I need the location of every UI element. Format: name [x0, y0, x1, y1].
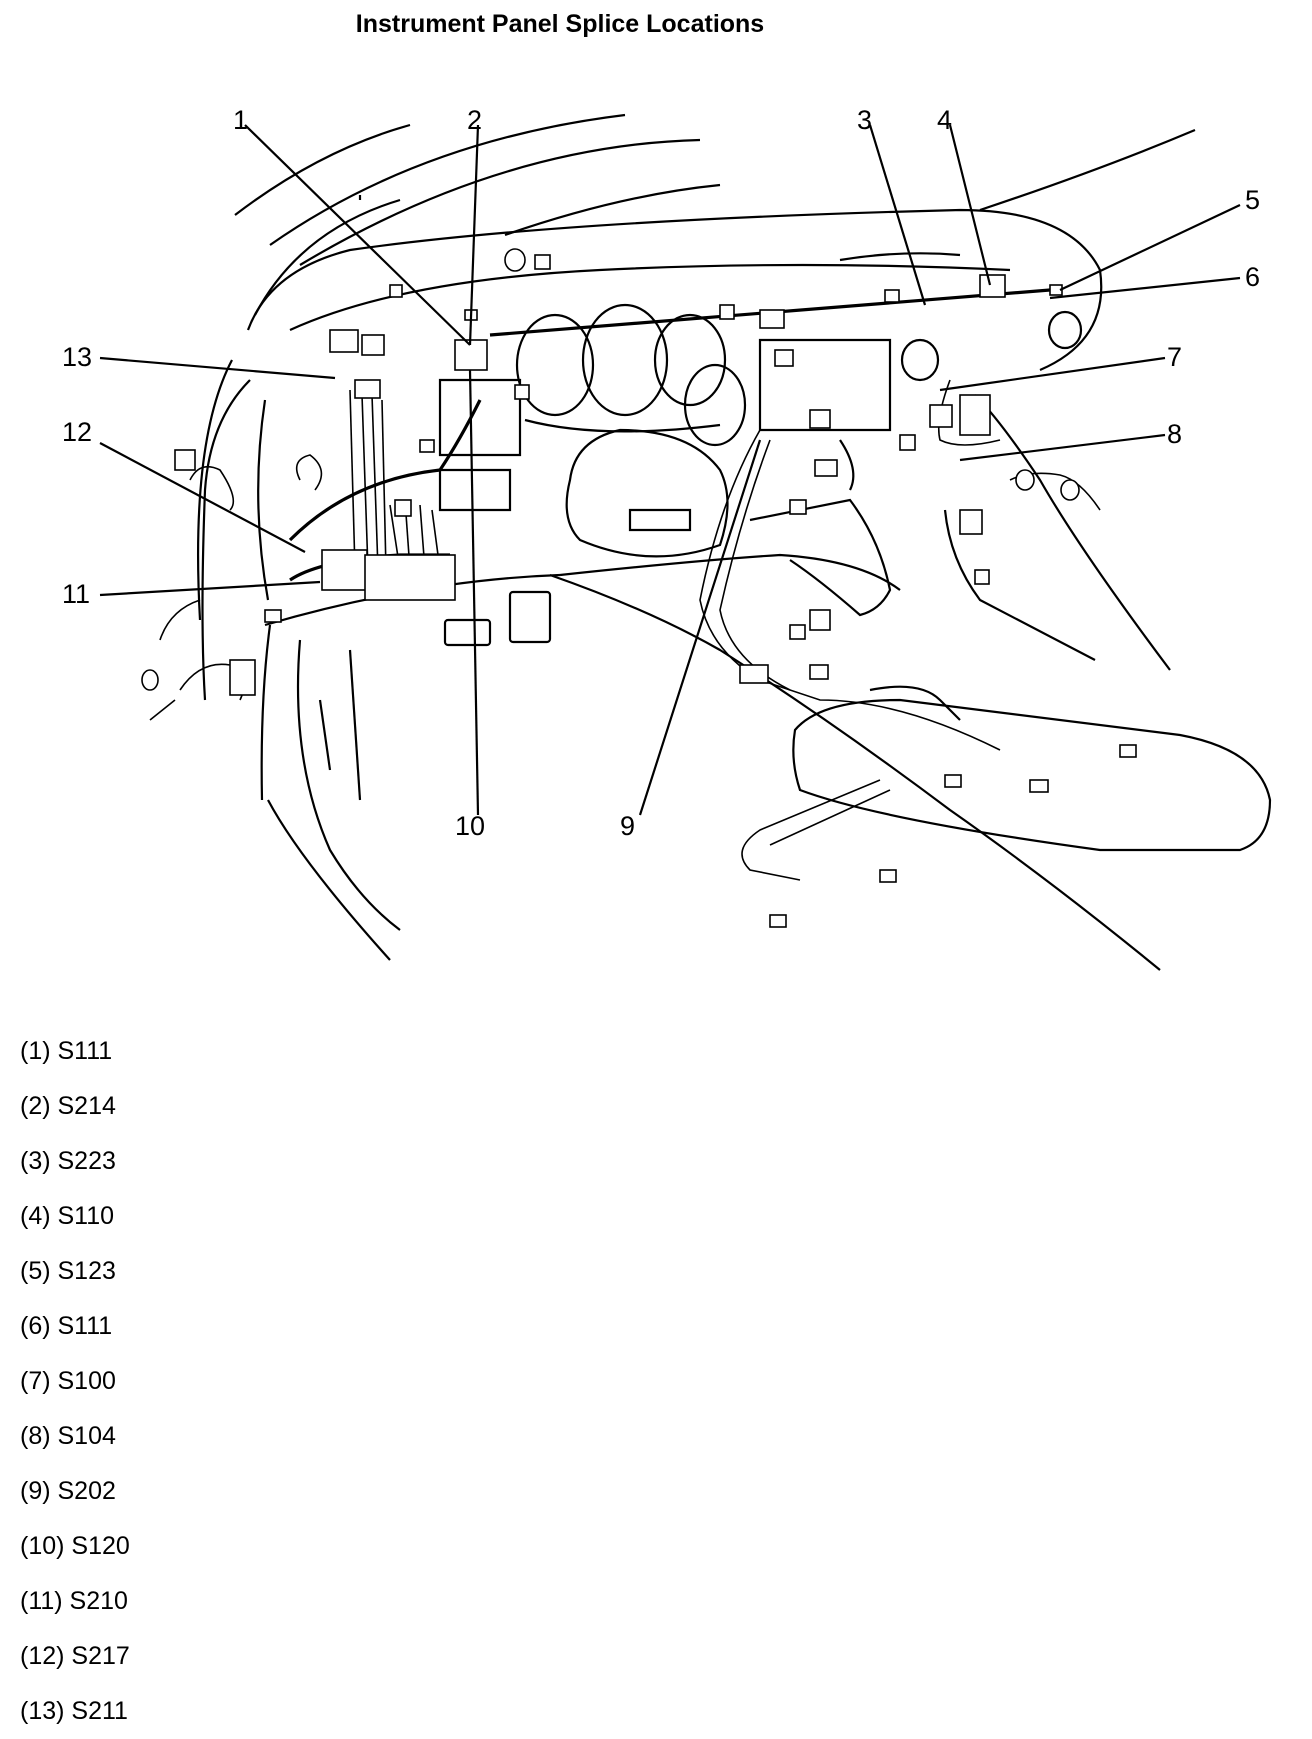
leader-line-10: [468, 369, 480, 816]
callout-10: 10: [455, 811, 485, 841]
leader-lines: [99, 124, 1241, 816]
leader-line-11: [99, 580, 321, 597]
console-outline: [443, 428, 1272, 852]
leader-line-12: [99, 442, 306, 553]
callout-4: 4: [937, 105, 952, 135]
callout-labels: 1 2 3 4 5 6 7 8 9 10 11 12 13: [62, 105, 1260, 841]
leader-line-7: [939, 356, 1166, 392]
legend-item: (3) S223: [20, 1147, 116, 1175]
wire-harness: [149, 288, 1101, 881]
leader-line-3: [868, 124, 927, 306]
leader-line-6: [1049, 276, 1241, 300]
diagram-title: Instrument Panel Splice Locations: [355, 10, 765, 38]
callout-6: 6: [1245, 262, 1260, 292]
legend-item: (9) S202: [20, 1477, 116, 1505]
instrument-panel-illustration: 1 2 3 4 5 6 7 8 9 10 11 12 13: [62, 105, 1272, 971]
leader-line-9: [638, 439, 762, 816]
legend-item: (13) S211: [20, 1697, 128, 1725]
leader-line-8: [959, 433, 1166, 462]
leader-line-2: [468, 124, 480, 346]
fuse-block: [321, 549, 368, 591]
legend-item: (7) S100: [20, 1367, 116, 1395]
callout-11: 11: [62, 579, 90, 609]
leader-line-1: [244, 124, 471, 346]
legend-item: (2) S214: [20, 1092, 116, 1120]
connector-group: [141, 248, 1137, 928]
legend-item: (12) S217: [20, 1642, 130, 1670]
legend-item: (10) S120: [20, 1532, 130, 1560]
callout-3: 3: [857, 105, 872, 135]
leader-line-13: [99, 356, 336, 380]
legend-item: (1) S111: [20, 1037, 113, 1065]
legend-item: (11) S210: [20, 1587, 128, 1615]
callout-12: 12: [62, 417, 92, 447]
junction-block: [364, 554, 456, 601]
callout-2: 2: [467, 105, 482, 135]
legend-item: (4) S110: [20, 1202, 115, 1230]
callout-1: 1: [233, 105, 248, 135]
callout-8: 8: [1167, 419, 1182, 449]
leader-line-5: [1059, 204, 1241, 291]
callout-7: 7: [1167, 342, 1182, 372]
dashboard-outline: [196, 113, 1196, 971]
callout-5: 5: [1245, 185, 1260, 215]
callout-9: 9: [620, 811, 635, 841]
legend-item: (6) S111: [20, 1312, 113, 1340]
leader-line-4: [948, 124, 992, 286]
legend-item: (8) S104: [20, 1422, 116, 1450]
callout-13: 13: [62, 342, 92, 372]
legend-item: (5) S123: [20, 1257, 116, 1285]
splice-legend: (1) S111 (2) S214 (3) S223 (4) S110 (5) …: [20, 1024, 130, 1739]
